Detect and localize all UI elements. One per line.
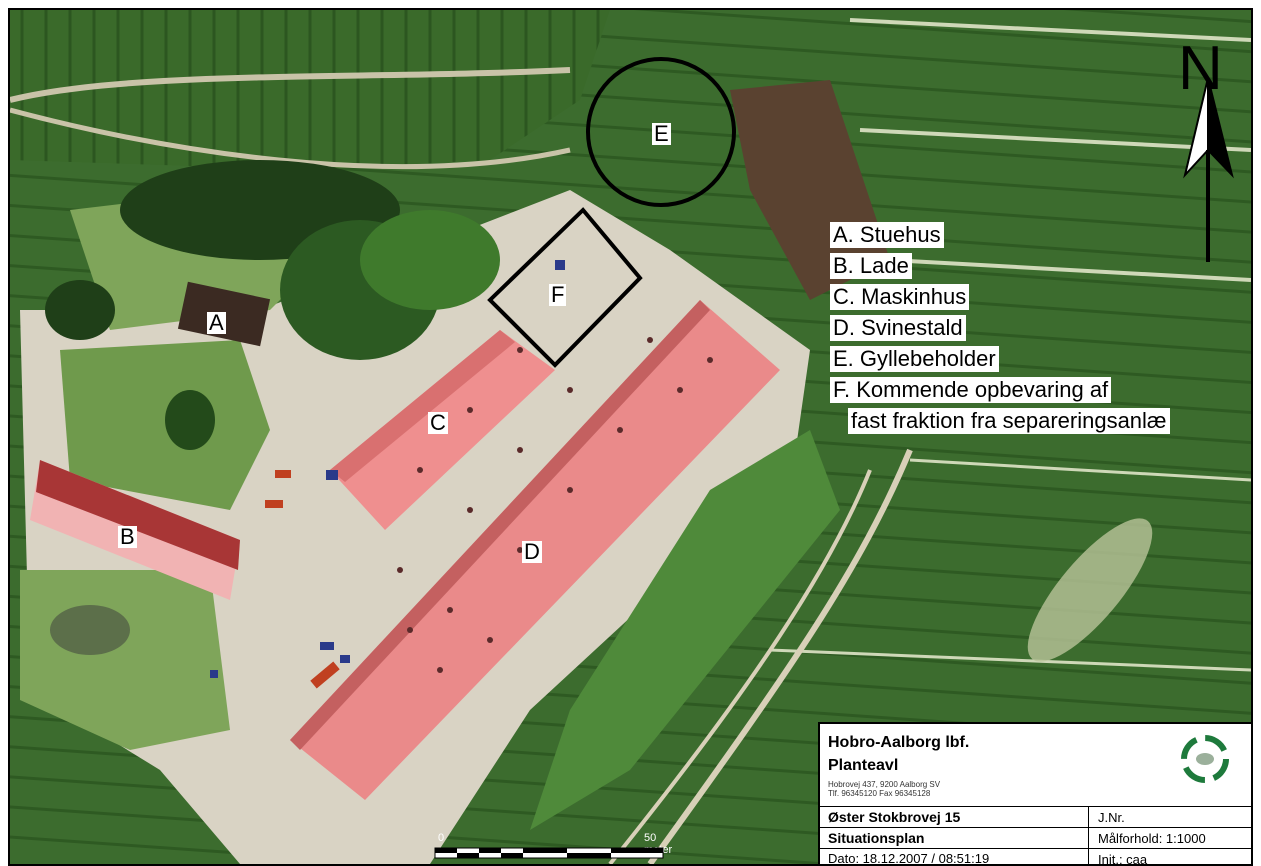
legend-item-f: F. Kommende opbevaring af <box>830 377 1112 403</box>
journal-number: J.Nr. <box>1098 810 1125 825</box>
initials: Init.: caa <box>1098 852 1148 866</box>
future-storage-marker <box>487 207 643 368</box>
organization-name: Hobro-Aalborg lbf. <box>828 734 970 751</box>
address: Hobrovej 437, 9200 Aalborg SV Tlf. 96345… <box>828 780 940 798</box>
building-label-c: C <box>428 410 448 435</box>
north-arrow-icon <box>1183 77 1234 262</box>
plot-date: Dato: 18.12.2007 / 08:51:19 <box>828 851 990 866</box>
department-name: Planteavl <box>828 757 899 774</box>
plan-type: Situationsplan <box>828 830 925 846</box>
building-label-b: B <box>118 524 137 549</box>
gyllebeholder-marker <box>586 57 736 207</box>
organization-logo-icon <box>1181 735 1229 783</box>
legend-item-e: E. Gyllebeholder <box>830 346 999 372</box>
building-label-d: D <box>522 539 542 564</box>
north-label: N <box>1178 34 1223 103</box>
legend-item-a: A. Stuehus <box>830 222 944 248</box>
building-label-f: F <box>549 282 567 307</box>
map-frame: A B C D E F A. Stuehus B. Lade C. Maskin… <box>8 8 1253 866</box>
legend-item-b: B. Lade <box>830 253 912 279</box>
legend-item-c: C. Maskinhus <box>830 284 970 310</box>
legend-item-d: D. Svinestald <box>830 315 966 341</box>
address-line-2: Tlf. 96345120 Fax 96345128 <box>828 789 931 798</box>
aerial-photo <box>10 10 1251 864</box>
building-label-e: E <box>652 121 671 146</box>
legend-item-f-cont: fast fraktion fra separeringsanlæ <box>848 408 1170 434</box>
building-label-a: A <box>207 310 226 335</box>
title-block: Hobro-Aalborg lbf. Planteavl Hobrovej 43… <box>818 722 1251 866</box>
property-name: Øster Stokbrovej 15 <box>828 809 961 825</box>
address-line-1: Hobrovej 437, 9200 Aalborg SV <box>828 780 941 789</box>
map-scale: Målforhold: 1:1000 <box>1098 831 1206 846</box>
scale-bar-graphic <box>434 847 664 859</box>
scale-start-label: 0 <box>438 832 445 844</box>
